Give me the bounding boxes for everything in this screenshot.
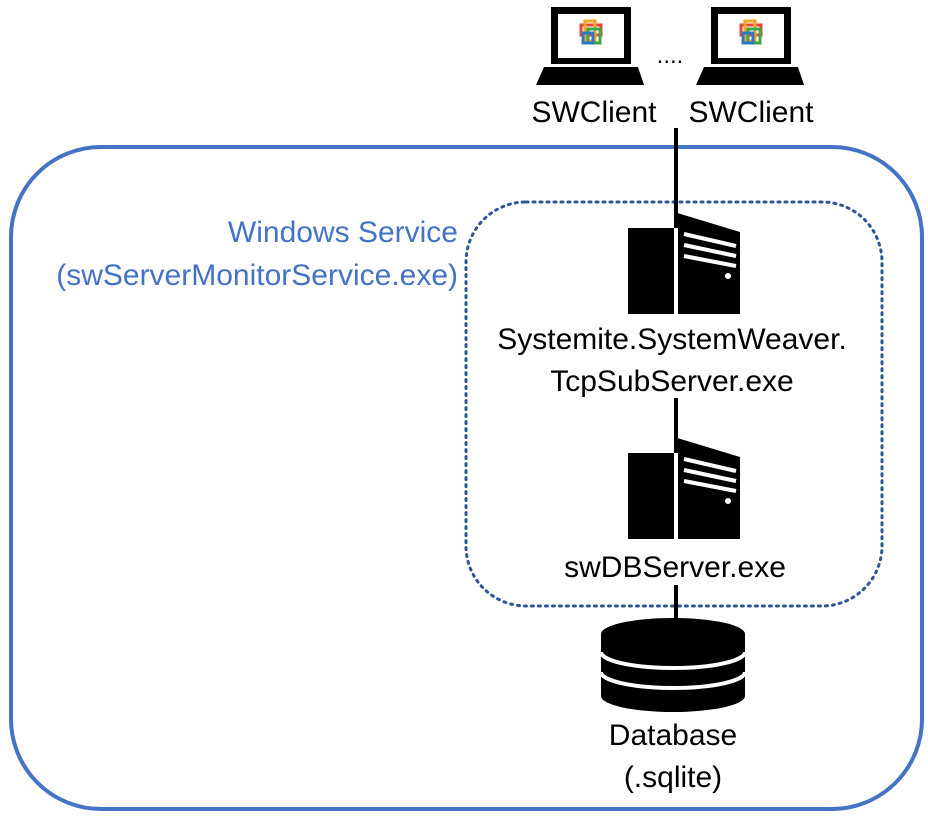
client-label: SWClient <box>688 96 814 129</box>
database-icon <box>599 618 747 712</box>
service-title: Windows Service <box>227 216 458 249</box>
tcp-server-label: Systemite.SystemWeaver. <box>497 323 847 356</box>
database-label: (.sqlite) <box>623 761 723 794</box>
host-boundary <box>9 145 924 811</box>
server-icon <box>628 212 740 314</box>
service-exe-label: (swServerMonitorService.exe) <box>56 259 458 292</box>
client-label: SWClient <box>531 96 657 129</box>
laptop-icon <box>696 7 804 85</box>
app-logo-icon <box>579 19 603 45</box>
laptop-icon <box>536 7 644 85</box>
db-server-label: swDBServer.exe <box>564 551 786 584</box>
tcp-server-label: TcpSubServer.exe <box>550 365 794 398</box>
database-label: Database <box>608 719 738 752</box>
server-icon <box>628 437 740 539</box>
ellipsis-label: .... <box>656 42 684 69</box>
app-logo-icon <box>739 19 763 45</box>
